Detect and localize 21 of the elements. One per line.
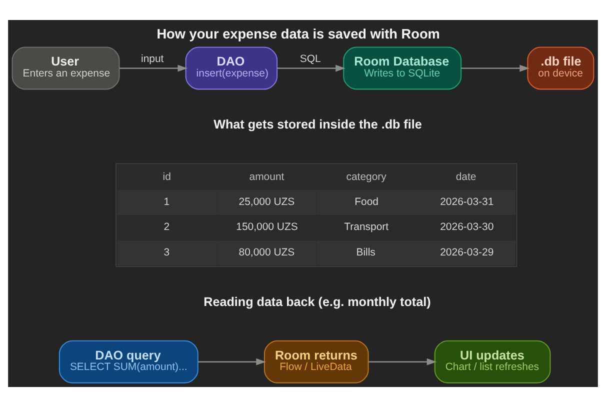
label: 1 (164, 196, 170, 208)
label: 80,000 UZS (238, 246, 295, 258)
label: What gets stored inside the .db file (214, 117, 422, 132)
label: 2026-03-29 (440, 246, 494, 258)
label: 25,000 UZS (238, 196, 295, 208)
edge-label: SQL (300, 53, 321, 64)
label: amount (249, 171, 284, 182)
label: date (456, 171, 476, 182)
label: category (346, 171, 386, 182)
label: id (162, 171, 171, 182)
edge-label: input (140, 53, 164, 64)
label: Transport (344, 222, 389, 233)
label: Bills (356, 246, 376, 258)
label: 2026-03-31 (440, 196, 494, 208)
label: Reading data back (e.g. monthly total) (204, 294, 431, 308)
label: 150,000 UZS (236, 222, 298, 233)
diagram-title: How your expense data is saved with Room (156, 26, 440, 41)
label: 2026-03-30 (440, 222, 494, 233)
label: 3 (164, 246, 170, 258)
label: 2 (164, 222, 170, 233)
label: Food (354, 196, 379, 208)
